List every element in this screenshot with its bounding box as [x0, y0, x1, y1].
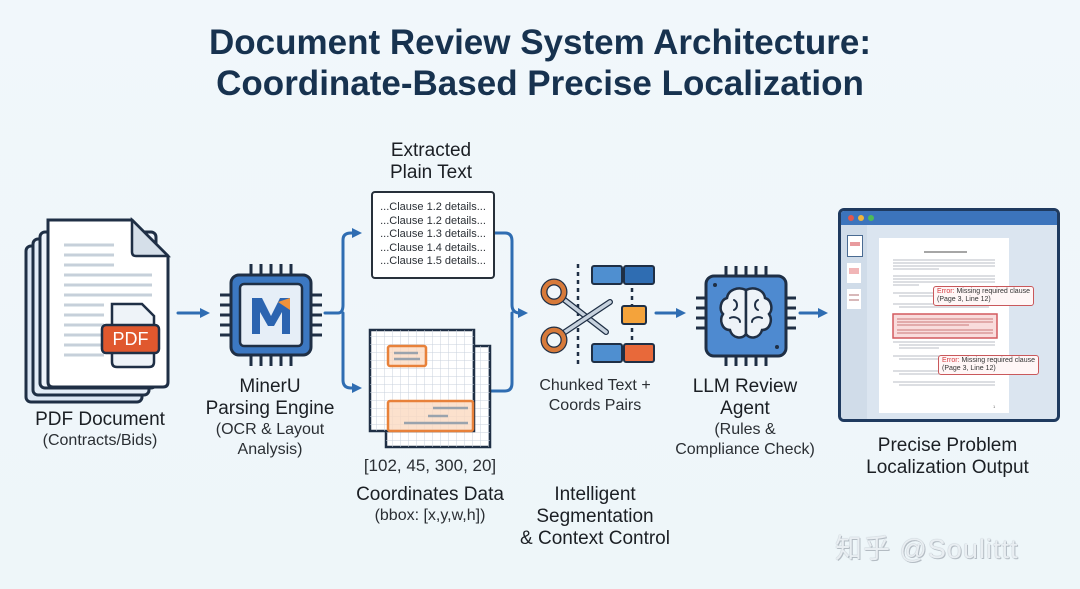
output-label-1: Precise Problem	[877, 435, 1018, 456]
output-label-2: Localization Output	[866, 457, 1029, 478]
close-dot-icon	[848, 215, 854, 221]
document-text-lines: 1	[892, 251, 998, 409]
segmentation-caption-3: & Context Control	[520, 528, 670, 549]
mineru-sub-2: Analysis)	[237, 441, 303, 458]
error-location: (Page 3, Line 12)	[942, 365, 996, 372]
llm-sub-1: (Rules &	[714, 421, 776, 438]
scissors-chunks-icon	[540, 264, 655, 364]
merge-plain-text	[490, 231, 528, 318]
branch-mineru	[323, 228, 362, 315]
chip-m-logo-icon	[220, 264, 322, 366]
error-prefix: Error:	[937, 288, 955, 295]
title-line-1: Document Review System Architecture:	[209, 23, 871, 62]
watermark: 知乎 @Soulittt	[835, 534, 1019, 564]
pdf-document-label: PDF Document	[35, 409, 165, 430]
llm-label-2: Agent	[720, 398, 770, 419]
segmentation-caption-1: Intelligent	[554, 484, 636, 505]
document-page: 1	[879, 238, 1009, 413]
highlighted-region	[892, 313, 998, 339]
coordinates-label: Coordinates Data	[356, 484, 504, 505]
mineru-label-1: MinerU	[239, 376, 301, 397]
thumbnail-page-3	[847, 289, 861, 309]
pdf-document-sub: (Contracts/Bids)	[42, 432, 158, 449]
plain-text-line: ...Clause 1.2 details...	[380, 201, 486, 213]
error-callout-1: Error: Missing required clause (Page 3, …	[933, 286, 1034, 306]
llm-label-1: LLM Review	[692, 376, 798, 397]
segmentation-caption-2: Segmentation	[536, 506, 654, 527]
pdf-stack-icon: PDF	[24, 216, 172, 404]
minimize-dot-icon	[858, 215, 864, 221]
error-callout-2: Error: Missing required clause (Page 3, …	[938, 355, 1039, 375]
chunked-label-2: Coords Pairs	[548, 397, 642, 414]
error-message: Missing required clause	[961, 357, 1035, 364]
thumbnail-sidebar	[841, 225, 867, 419]
branch-mineru-lower	[341, 311, 362, 393]
plain-text-line: ...Clause 1.5 details...	[380, 255, 486, 268]
mineru-sub-1: (OCR & Layout	[215, 421, 325, 438]
svg-text:1: 1	[993, 404, 996, 409]
grid-bbox-icon	[368, 328, 492, 449]
error-prefix: Error:	[942, 357, 960, 364]
chip-brain-icon	[696, 266, 796, 366]
plain-text-title-1: Extracted	[390, 140, 472, 161]
diagram-title: Document Review System Architecture: Coo…	[0, 22, 1080, 104]
chunked-label-1: Chunked Text +	[539, 377, 651, 394]
plain-text-line: ...Clause 1.3 details...	[380, 228, 486, 241]
bbox-value: [102, 45, 300, 20]	[363, 456, 497, 475]
title-line-2: Coordinate-Based Precise Localization	[216, 64, 864, 103]
plain-text-line: ...Clause 1.2 details...	[380, 214, 486, 227]
plain-text-title-2: Plain Text	[389, 162, 473, 183]
error-message: Missing required clause	[956, 288, 1030, 295]
maximize-dot-icon	[868, 215, 874, 221]
thumbnail-page-1	[847, 235, 863, 257]
coordinates-sub: (bbox: [x,y,w,h])	[374, 507, 486, 524]
plain-text-line: ...Clause 1.4 details...	[380, 241, 486, 254]
window-titlebar	[841, 211, 1057, 225]
error-location: (Page 3, Line 12)	[937, 296, 991, 303]
merge-coords	[476, 311, 514, 393]
thumbnail-page-2	[847, 263, 861, 283]
mineru-label-2: Parsing Engine	[205, 398, 335, 419]
document-viewer-window-icon: 1 Error: Missing required clause (Page 3…	[838, 208, 1060, 422]
plain-text-box: ...Clause 1.2 details... ...Clause 1.2 d…	[371, 191, 495, 279]
pdf-badge-text: PDF	[113, 329, 149, 349]
llm-sub-2: Compliance Check)	[675, 441, 815, 458]
